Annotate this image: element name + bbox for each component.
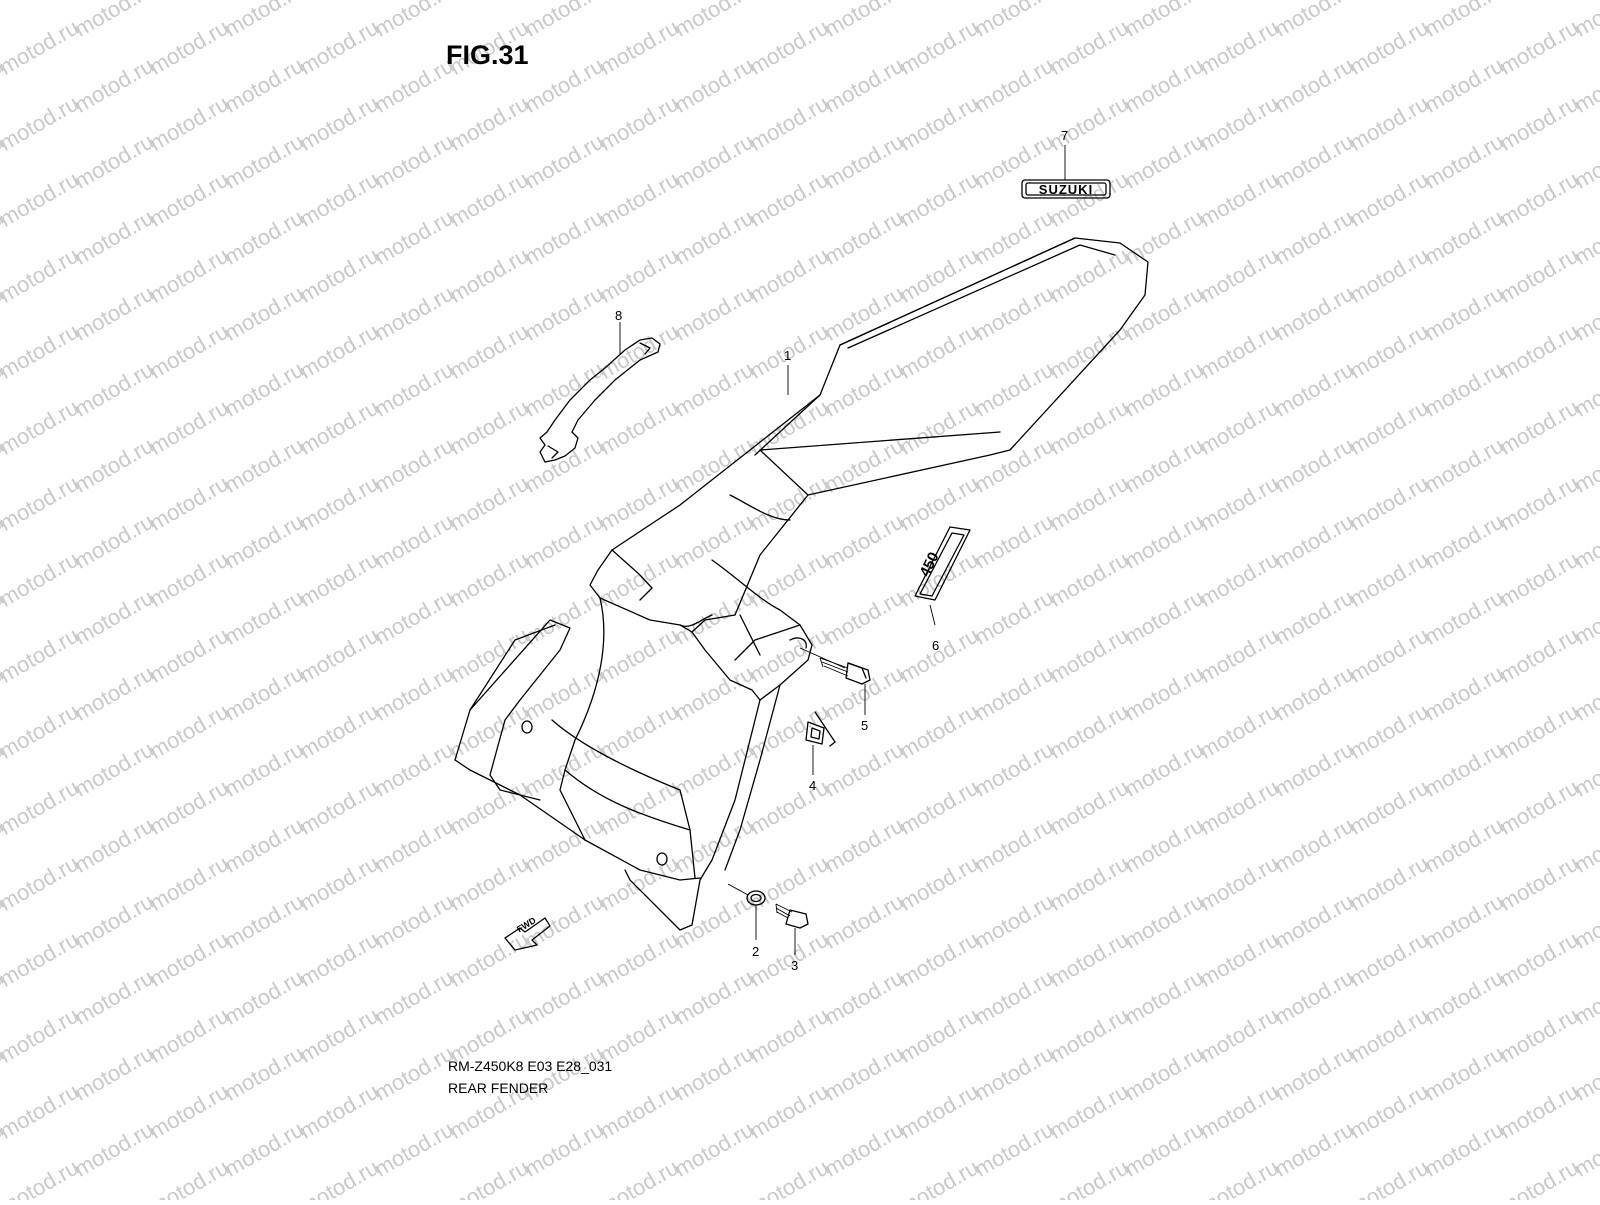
suzuki-emblem-text: SUZUKI bbox=[1038, 182, 1094, 197]
bolt-part-3 bbox=[775, 903, 809, 955]
suzuki-emblem-part-7 bbox=[1021, 145, 1111, 199]
callout-3: 3 bbox=[791, 958, 799, 973]
callout-7: 7 bbox=[1061, 128, 1069, 143]
callout-6: 6 bbox=[932, 638, 940, 653]
bolt-part-5 bbox=[799, 647, 871, 715]
rear-fender-part-1 bbox=[454, 237, 1149, 931]
grommet-part-2 bbox=[727, 883, 766, 940]
callout-2: 2 bbox=[752, 944, 760, 959]
callout-8: 8 bbox=[615, 308, 623, 323]
callout-4: 4 bbox=[809, 778, 817, 793]
callout-1: 1 bbox=[784, 348, 792, 363]
figure-title: FIG.31 bbox=[446, 40, 529, 70]
callout-5: 5 bbox=[861, 718, 869, 733]
figure-caption: REAR FENDER bbox=[448, 1080, 549, 1096]
fwd-arrow-icon bbox=[504, 917, 551, 951]
clip-nut-part-4 bbox=[805, 711, 836, 775]
decal-part-6 bbox=[914, 526, 971, 626]
bracket-part-8 bbox=[539, 322, 661, 463]
model-code: RM-Z450K8 E03 E28_031 bbox=[448, 1058, 613, 1074]
